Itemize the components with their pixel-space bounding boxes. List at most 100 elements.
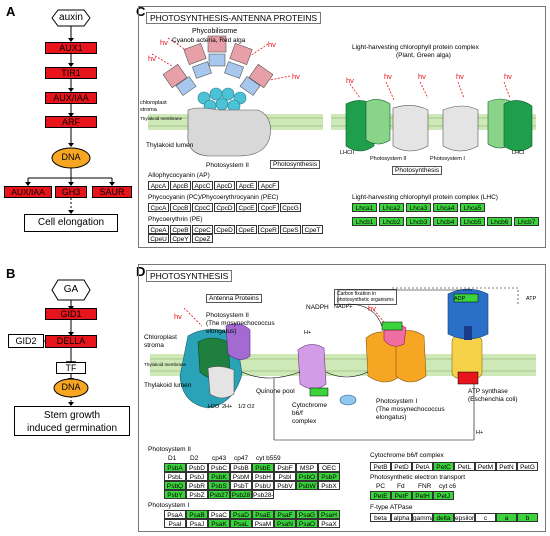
gene-box-psbo[interactable]: PsbO — [296, 472, 318, 481]
gene-box-cpez[interactable]: CpeZ — [192, 234, 213, 243]
gene-box-peta[interactable]: PetA — [412, 462, 433, 471]
gene-box-apcc[interactable]: ApcC — [192, 181, 213, 190]
gene-box-psae[interactable]: PsaE — [252, 510, 274, 519]
gene-box-apca[interactable]: ApcA — [148, 181, 169, 190]
gene-box-psb28[interactable]: Psb28 — [230, 490, 252, 499]
gene-box-cpee[interactable]: CpeE — [236, 225, 257, 234]
gene-box-cpca[interactable]: CpcA — [148, 203, 169, 212]
gene-box-psbu[interactable]: PsbU — [252, 481, 274, 490]
gene-box-petj[interactable]: PetJ — [433, 491, 454, 500]
gene-box-psaj[interactable]: PsaJ — [186, 519, 208, 528]
gene-box-lhcb1[interactable]: Lhcb1 — [352, 217, 377, 226]
gene-box-petb[interactable]: PetB — [370, 462, 391, 471]
gene-box-psax[interactable]: PsaX — [318, 519, 340, 528]
gene-box-lhcb6[interactable]: Lhcb6 — [487, 217, 512, 226]
gene-box-pete[interactable]: PetE — [370, 491, 391, 500]
c-photosynthesis-button-2[interactable]: Photosynthesis — [392, 166, 443, 175]
gene-box-petm[interactable]: PetM — [475, 462, 496, 471]
gene-box-psan[interactable]: PsaN — [274, 519, 296, 528]
gene-box-psbt[interactable]: PsbT — [230, 481, 252, 490]
gene-box-lhca4[interactable]: Lhca4 — [433, 203, 458, 212]
gene-box-psbd[interactable]: PsbD — [186, 463, 208, 472]
gene-box-cpcd[interactable]: CpcD — [214, 203, 235, 212]
gene-box-cpce[interactable]: CpcE — [236, 203, 257, 212]
gene-box-psal[interactable]: PsaL — [230, 519, 252, 528]
gene-box-apcf[interactable]: ApcF — [258, 181, 279, 190]
gene-box-psbq[interactable]: PsbQ — [164, 481, 186, 490]
gene-box-lhca5[interactable]: Lhca5 — [460, 203, 485, 212]
gene-box-psbf[interactable]: PsbF — [274, 463, 296, 472]
gene-box-psbs[interactable]: PsbS — [208, 481, 230, 490]
gene-box-psam[interactable]: PsaM — [252, 519, 274, 528]
gene-box-cpcc[interactable]: CpcC — [192, 203, 213, 212]
gene-box-petg[interactable]: PetG — [517, 462, 538, 471]
gene-box-psac[interactable]: PsaC — [208, 510, 230, 519]
gene-box-psbl[interactable]: PsbL — [164, 472, 186, 481]
gene-box-psbp[interactable]: PsbP — [318, 472, 340, 481]
gene-box-delta[interactable]: delta — [433, 513, 454, 522]
gene-box-psbj[interactable]: PsbJ — [186, 472, 208, 481]
gene-box-psbb[interactable]: PsbB — [230, 463, 252, 472]
gene-box-cpcb[interactable]: CpcB — [170, 203, 191, 212]
gene-box-psbe[interactable]: PsbE — [252, 463, 274, 472]
gene-box-psaf[interactable]: PsaF — [274, 510, 296, 519]
gene-box-psbi[interactable]: PsbI — [274, 472, 296, 481]
gene-box-psbx[interactable]: PsbX — [318, 481, 340, 490]
gene-box-psah[interactable]: PsaH — [318, 510, 340, 519]
gene-box-cpet[interactable]: CpeT — [302, 225, 323, 234]
gene-box-apcd[interactable]: ApcD — [214, 181, 235, 190]
gene-box-lhcb5[interactable]: Lhcb5 — [460, 217, 485, 226]
gene-box-psby[interactable]: PsbY — [164, 490, 186, 499]
gene-box-cpec[interactable]: CpeC — [192, 225, 213, 234]
gene-box-peth[interactable]: PetH — [412, 491, 433, 500]
gene-box-msp[interactable]: MSP — [296, 463, 318, 472]
gene-box-psba[interactable]: PsbA — [164, 463, 186, 472]
gene-box-cpeb[interactable]: CpeB — [170, 225, 191, 234]
gene-box-psab[interactable]: PsaB — [186, 510, 208, 519]
gene-box-psb27[interactable]: Psb27 — [208, 490, 230, 499]
gene-box-psbr[interactable]: PsbR — [186, 481, 208, 490]
gene-box-lhcb4[interactable]: Lhcb4 — [433, 217, 458, 226]
gene-box-lhca3[interactable]: Lhca3 — [406, 203, 431, 212]
gene-box-cper[interactable]: CpeR — [258, 225, 279, 234]
gene-box-oec[interactable]: OEC — [318, 463, 340, 472]
gene-box-psad[interactable]: PsaD — [230, 510, 252, 519]
gene-box-alpha[interactable]: alpha — [391, 513, 412, 522]
gene-box-b[interactable]: b — [517, 513, 538, 522]
carbon-fixation-button[interactable]: Carbon fixation in photosynthetic organi… — [334, 289, 397, 305]
gene-box-lhcb3[interactable]: Lhcb3 — [406, 217, 431, 226]
gene-box-psbz[interactable]: PsbZ — [186, 490, 208, 499]
gene-box-petl[interactable]: PetL — [454, 462, 475, 471]
gene-box-petn[interactable]: PetN — [496, 462, 517, 471]
antenna-proteins-button[interactable]: Antenna Proteins — [206, 294, 262, 303]
gene-box-psao[interactable]: PsaO — [296, 519, 318, 528]
gene-box-psbk[interactable]: PsbK — [208, 472, 230, 481]
gene-box-lhca1[interactable]: Lhca1 — [352, 203, 377, 212]
gene-box-cpes[interactable]: CpeS — [280, 225, 301, 234]
gene-box-psai[interactable]: PsaI — [164, 519, 186, 528]
gene-box-c[interactable]: c — [475, 513, 496, 522]
gene-box-lhca2[interactable]: Lhca2 — [379, 203, 404, 212]
c-photosynthesis-button[interactable]: Photosynthesis — [270, 160, 321, 169]
gene-box-gamma[interactable]: gamma — [412, 513, 433, 522]
gene-box-psbv[interactable]: PsbV — [274, 481, 296, 490]
gene-box-cpcf[interactable]: CpcF — [258, 203, 279, 212]
gene-box-cpeu[interactable]: CpeU — [148, 234, 169, 243]
gene-box-a[interactable]: a — [496, 513, 517, 522]
gene-box-beta[interactable]: beta — [370, 513, 391, 522]
gene-box-petc[interactable]: PetC — [433, 462, 454, 471]
gene-box-psak[interactable]: PsaK — [208, 519, 230, 528]
gene-box-apcb[interactable]: ApcB — [170, 181, 191, 190]
gene-box-cpcg[interactable]: CpcG — [280, 203, 301, 212]
gene-box-petd[interactable]: PetD — [391, 462, 412, 471]
gene-box-apce[interactable]: ApcE — [236, 181, 257, 190]
gene-box-psbh[interactable]: PsbH — [252, 472, 274, 481]
gene-box-cpey[interactable]: CpeY — [170, 234, 191, 243]
gene-box-lhcb2[interactable]: Lhcb2 — [379, 217, 404, 226]
gene-box-psb28-2[interactable]: Psb28-2 — [252, 490, 274, 499]
gene-box-psaa[interactable]: PsaA — [164, 510, 186, 519]
gene-box-petf[interactable]: PetF — [391, 491, 412, 500]
gene-box-psbc[interactable]: PsbC — [208, 463, 230, 472]
gene-box-cpea[interactable]: CpeA — [148, 225, 169, 234]
gene-box-cped[interactable]: CpeD — [214, 225, 235, 234]
